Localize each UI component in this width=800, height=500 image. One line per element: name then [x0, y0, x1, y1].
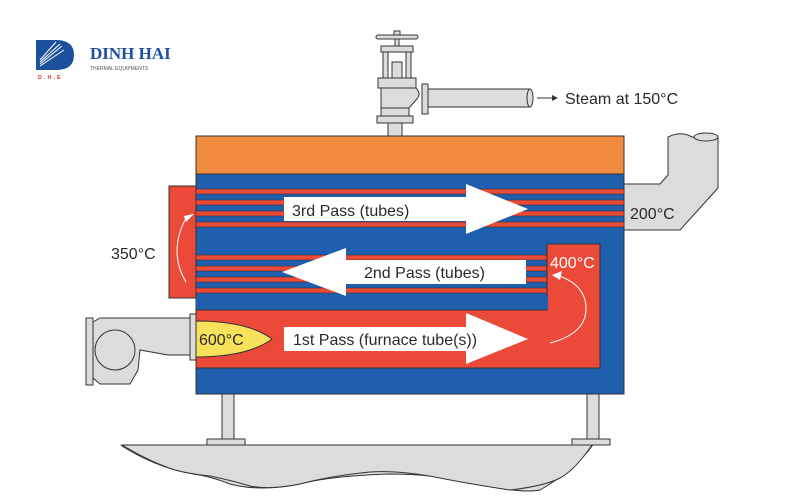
- steam-valve: [375, 30, 429, 137]
- logo-subtitle: THERMAL EQUIPMENTS: [90, 66, 149, 72]
- first-pass-label: 1st Pass (furnace tube(s)): [293, 332, 477, 349]
- rear-left-flow-arrow-icon: [176, 217, 187, 283]
- rear-left-temp-label: 350°C: [111, 246, 156, 263]
- logo-company-name: DINH HAI: [90, 44, 171, 63]
- steam-pipe: [427, 88, 531, 108]
- second-pass-arrow: [282, 248, 526, 296]
- second-pass-label: 2nd Pass (tubes): [364, 265, 485, 282]
- logo-abbr: D.H.E: [38, 75, 63, 81]
- rear-right-arrowhead-icon: [552, 271, 562, 280]
- rear-right-temp-label: 400°C: [550, 255, 595, 272]
- exhaust-stack: [623, 132, 719, 231]
- rear-left-chamber: [168, 185, 198, 299]
- logo-mark-icon: [36, 40, 74, 70]
- ground-base: [120, 444, 593, 491]
- flame-temp-label: 600°C: [199, 332, 244, 349]
- steam-space: [195, 135, 625, 175]
- rear-left-arrowhead-icon: [184, 214, 194, 222]
- steam-output-label: Steam at 150°C: [565, 91, 678, 108]
- rear-right-flow-arrow-icon: [549, 274, 587, 344]
- support-leg-right: [571, 391, 611, 446]
- support-leg-left: [206, 391, 246, 446]
- steam-outlet-arrow-icon: [537, 95, 558, 101]
- exhaust-temp-label: 200°C: [630, 206, 675, 223]
- company-logo: D.H.E DINH HAI THERMAL EQUIPMENTS: [36, 40, 171, 81]
- third-pass-arrow: [284, 184, 528, 234]
- third-pass-label: 3rd Pass (tubes): [292, 203, 409, 220]
- burner-flame: [195, 320, 273, 358]
- burner-assembly: [85, 313, 197, 386]
- first-pass-arrow: [284, 313, 528, 364]
